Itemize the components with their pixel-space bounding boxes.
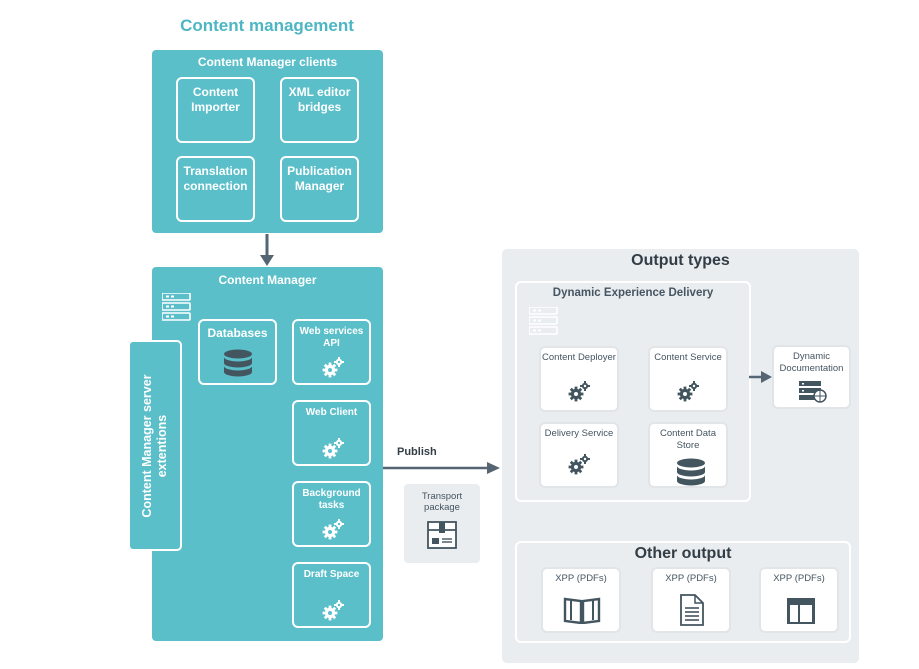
web-client-box: Web Client [292,400,371,466]
clients-title: Content Manager clients [197,55,338,69]
gears-icon [677,381,699,402]
delivery-service-box: Delivery Service [539,422,619,488]
output-types-panel: Output types Dynamic Experience Delivery… [502,249,859,663]
client-publication-manager: Publication Manager [280,156,359,222]
background-tasks-box: Background tasks [292,481,371,547]
databases-box: Databases [198,319,277,385]
publish-arrow [383,462,500,474]
gears-icon [322,357,344,378]
draft-space-box: Draft Space [292,562,371,628]
gears-icon [322,519,344,540]
output-types-title: Output types [631,252,730,269]
package-icon [427,521,457,549]
xpp-book-box: XPP (PDFs) [541,567,621,633]
client-content-importer: Content Importer [176,77,255,143]
publish-label: Publish [397,446,437,458]
gears-icon [322,600,344,621]
ded-title: Dynamic Experience Delivery [552,287,714,299]
arrow-down [260,234,274,266]
other-output-panel: Other output XPP (PDFs) XPP (PDFs) XPP [515,541,851,643]
xpp-layout-box: XPP (PDFs) [759,567,839,633]
book-icon [563,597,601,624]
layout-icon [787,598,815,624]
clients-panel: Content Manager clients Content Importer… [152,50,383,233]
client-translation-connection: Translation connection [176,156,255,222]
content-manager-title: Content Manager [218,273,317,287]
document-icon [680,594,704,626]
other-output-title: Other output [634,545,732,562]
gears-icon [322,438,344,459]
xpp-document-box: XPP (PDFs) [651,567,731,633]
server-icon [162,293,191,321]
server-icon [529,307,558,335]
client-xml-editor-bridges: XML editor bridges [280,77,359,143]
gears-icon [568,381,590,402]
database-icon [677,458,705,486]
arrow-right [749,371,772,383]
ded-panel: Dynamic Experience Delivery Content Depl… [515,281,751,502]
transport-package: Transport package [404,484,480,563]
dynamic-documentation-box: Dynamic Documentation [772,345,851,409]
extensions-label: Content Manager server extentions [140,373,169,518]
server-globe-icon [799,381,827,403]
database-icon [224,349,252,377]
extensions-panel: Content Manager server extentions [128,340,182,551]
content-manager-panel: Content Manager Databases Web services A… [152,267,383,641]
content-deployer-box: Content Deployer [539,346,619,412]
content-data-store-box: Content Data Store [648,422,728,488]
web-services-api-box: Web services API [292,319,371,385]
page-title: Content management [180,16,354,35]
content-service-box: Content Service [648,346,728,412]
gears-icon [568,454,590,475]
